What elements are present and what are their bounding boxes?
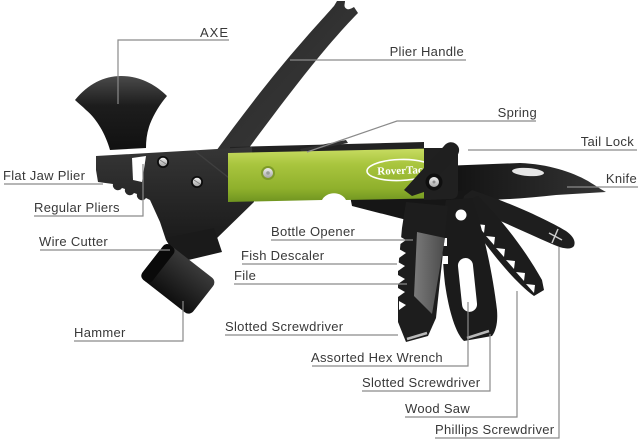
label-bottle-opener: Bottle Opener [271, 224, 356, 239]
leader-phillips-screwdriver [435, 247, 560, 439]
hex-wrench-tool-graphic [441, 198, 498, 341]
leader-slotted-screwdriver-lower [362, 334, 491, 392]
phillips-screwdriver-graphic [462, 190, 575, 249]
pivot-screw [425, 173, 443, 191]
handle-screw [261, 166, 275, 180]
green-handle-graphic: RoverTac [228, 148, 456, 202]
label-wire-cutter: Wire Cutter [39, 234, 109, 249]
leader-regular-pliers [34, 164, 144, 217]
label-slotted-screwdriver-lower: Slotted Screwdriver [362, 375, 481, 390]
label-fish-descaler: Fish Descaler [241, 248, 325, 263]
plier-head-graphic [96, 147, 254, 252]
label-flat-jaw-plier: Flat Jaw Plier [3, 168, 86, 183]
leader-axe [117, 39, 229, 104]
leader-wood-saw [405, 291, 518, 418]
label-file: File [234, 268, 257, 283]
hammer-graphic [141, 228, 222, 314]
brand-logo-text: RoverTac [377, 164, 423, 178]
plier-handle-graphic [208, 1, 358, 165]
label-knife: Knife [605, 171, 637, 186]
leader-lines [4, 39, 638, 439]
body-screw-2 [191, 176, 203, 188]
tail-lock-graphic [404, 142, 460, 200]
knife-graphic [440, 163, 606, 200]
leader-hammer [74, 301, 184, 342]
label-wood-saw: Wood Saw [405, 401, 471, 416]
label-spring: Spring [497, 105, 537, 120]
label-axe: AXE [199, 25, 229, 40]
body-screw-1 [157, 156, 169, 168]
leader-assorted-hex-wrench [312, 302, 469, 367]
label-slotted-screwdriver-upper: Slotted Screwdriver [225, 319, 344, 334]
label-regular-pliers: Regular Pliers [34, 200, 120, 215]
axe-head-graphic [75, 76, 167, 150]
label-assorted-hex-wrench: Assorted Hex Wrench [311, 350, 443, 365]
leader-spring [306, 120, 536, 153]
label-plier-handle: Plier Handle [389, 44, 464, 59]
label-hammer: Hammer [74, 325, 126, 340]
label-tail-lock: Tail Lock [580, 134, 634, 149]
file-tool-graphic [398, 202, 448, 342]
label-phillips-screwdriver: Phillips Screwdriver [435, 422, 555, 437]
